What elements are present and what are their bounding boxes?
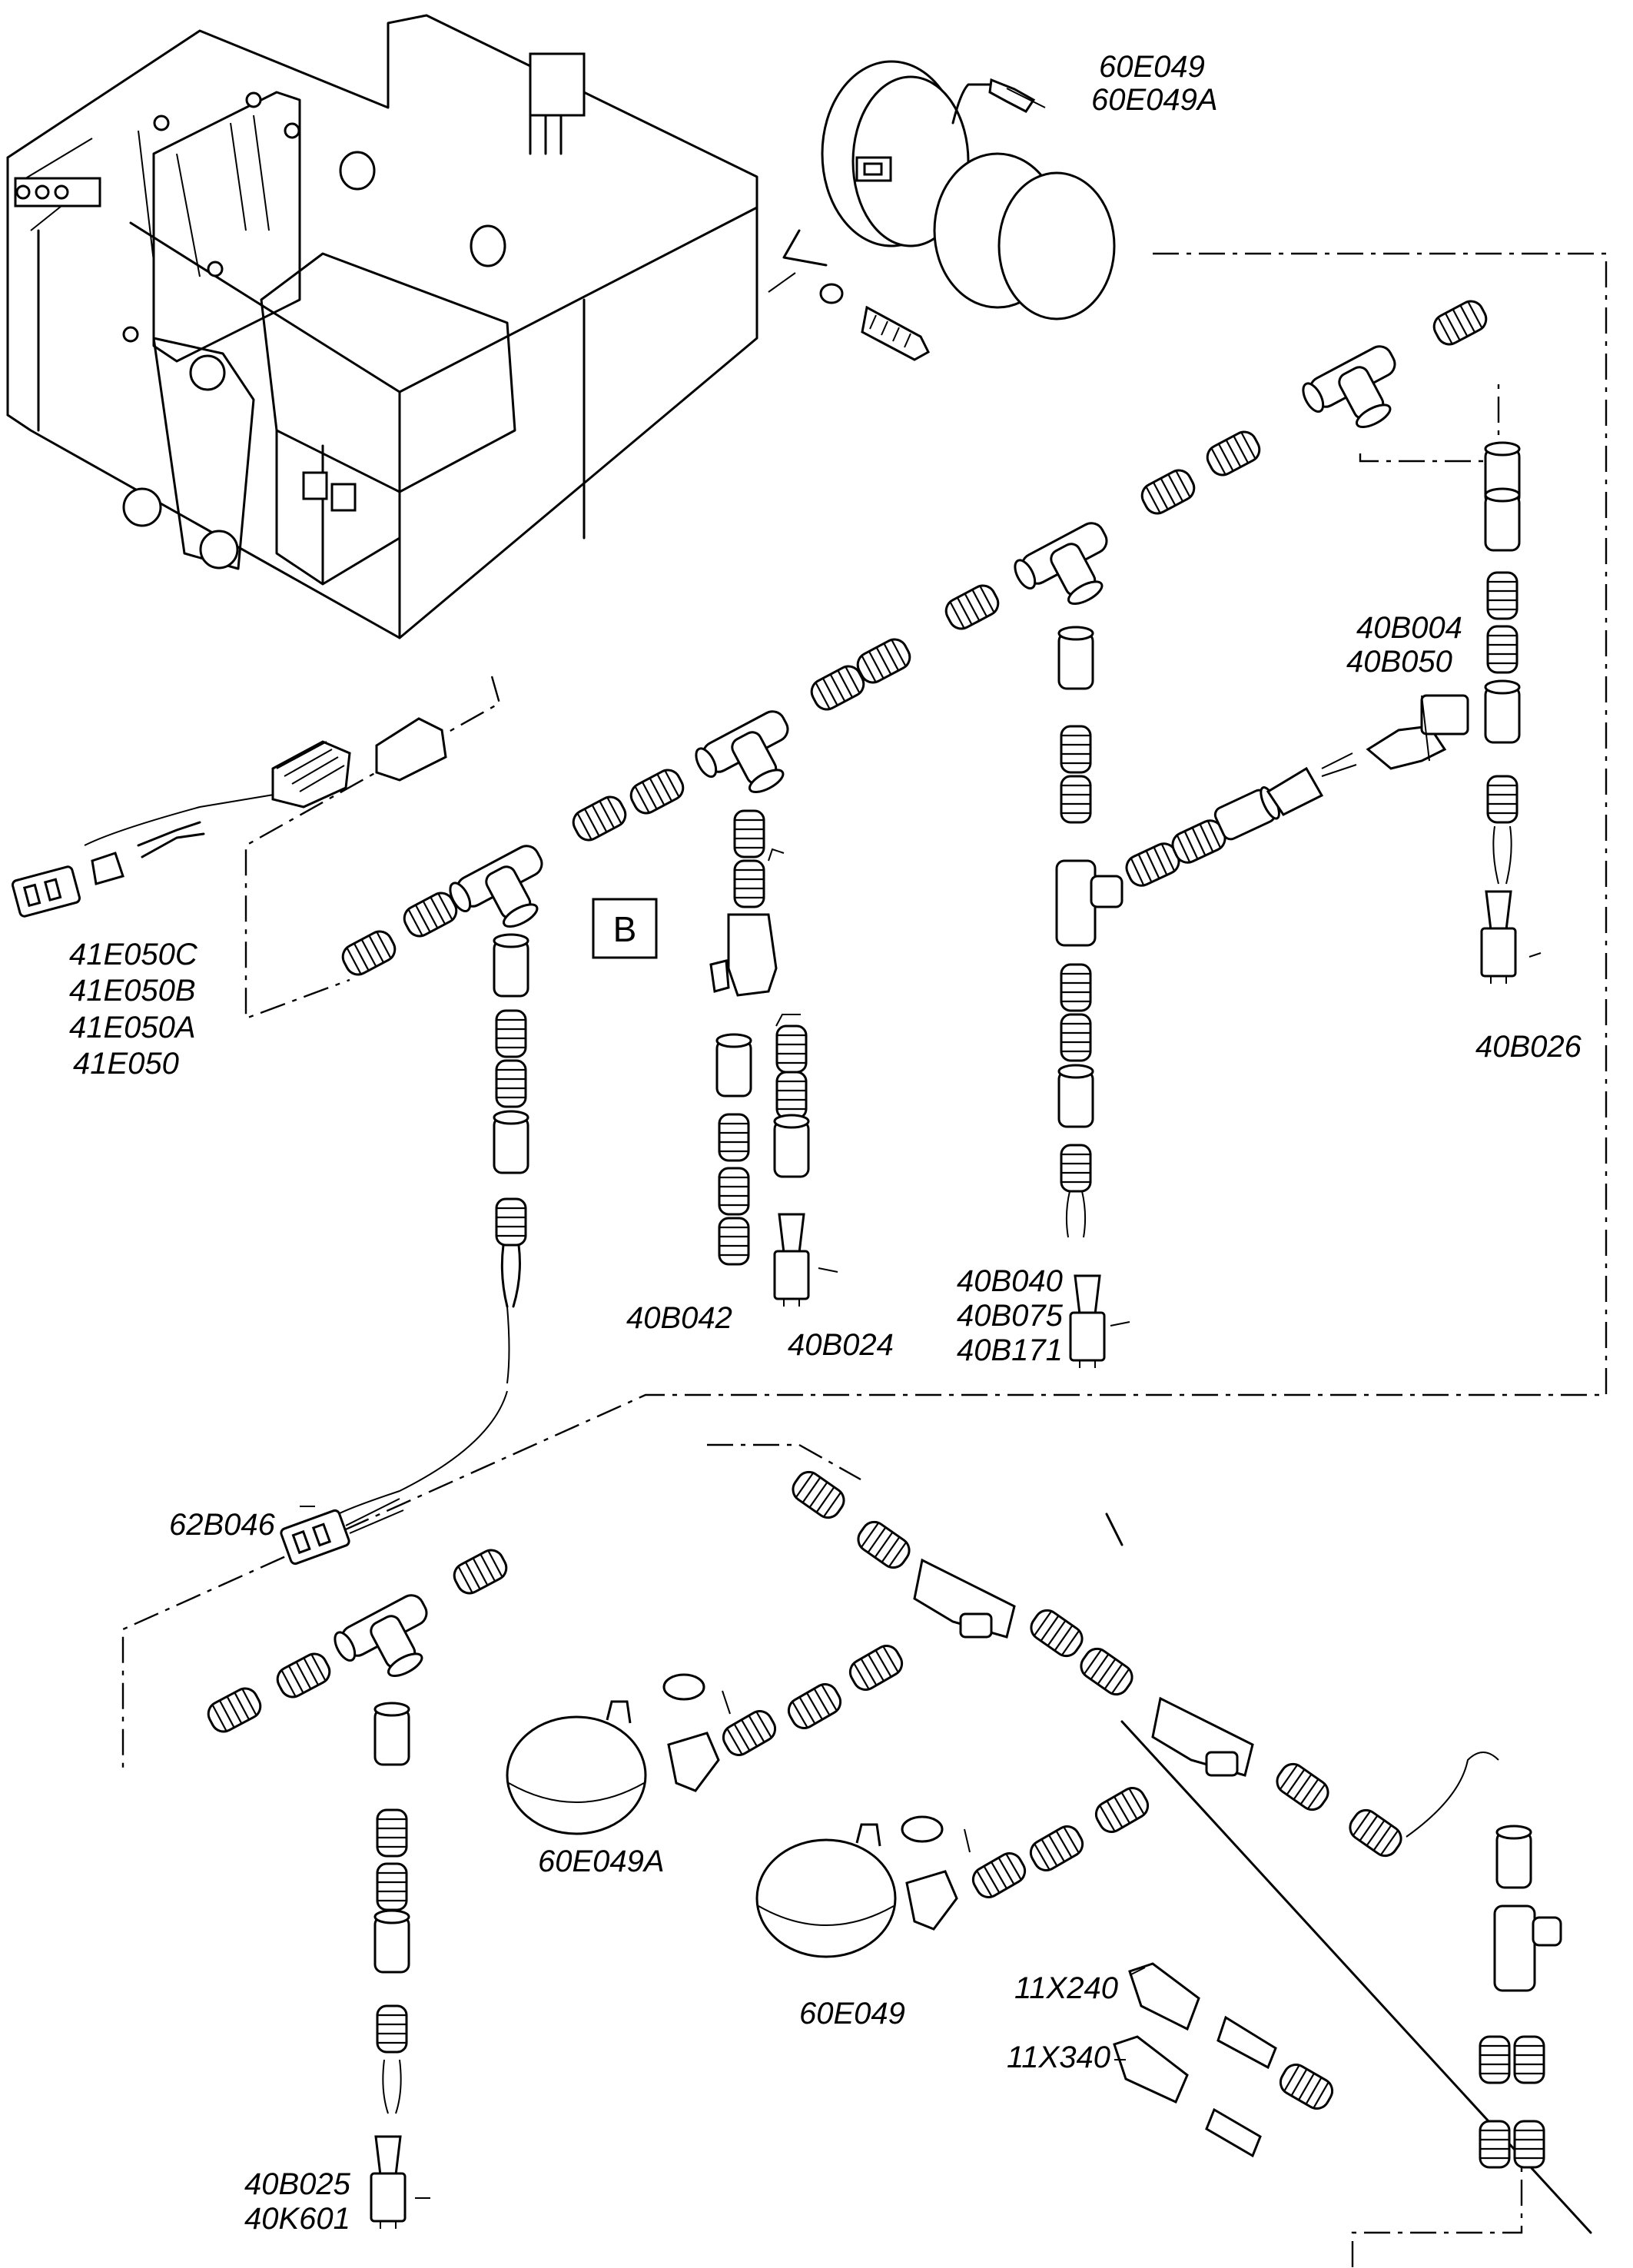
label-lamp-code-3: 41E050A	[69, 1011, 196, 1044]
label-bottom-code-2: 40K601	[244, 2202, 350, 2236]
horn-dome-60E049	[755, 1823, 897, 1958]
section-marker-label: B	[613, 909, 637, 949]
label-sensor-top-code-1: 40B004	[1356, 611, 1462, 645]
section-marker-box	[592, 898, 658, 959]
machine-frame-sketch	[6, 14, 758, 639]
label-sensor-040-code-2: 40B075	[957, 1299, 1064, 1333]
label-sensor-042: 40B042	[626, 1301, 732, 1335]
horn-exploded-view	[782, 60, 1116, 361]
part-labels: 60E049 60E049A 40B004 40B050 41E050C 41E…	[69, 50, 1582, 2236]
label-lamp-code-1: 41E050C	[69, 938, 198, 971]
horn-dome-60E049A	[506, 1700, 647, 1835]
label-sensor-top-code-2: 40B050	[1346, 645, 1452, 679]
leader-lines	[300, 88, 1542, 2199]
upper-harness	[10, 295, 1521, 1384]
label-horn-b: 60E049	[799, 1997, 905, 2031]
tee-fitting-2	[691, 706, 811, 814]
lower-harness	[203, 1466, 1562, 2230]
label-sensor-026: 40B026	[1475, 1030, 1582, 1064]
label-horn-code-1: 60E049	[1099, 50, 1205, 84]
tee-fitting-5	[330, 1589, 450, 1698]
tee-fitting-3	[1010, 517, 1130, 626]
label-sensor-062: 62B046	[169, 1508, 276, 1542]
label-horn-code-2: 60E049A	[1091, 83, 1218, 117]
tee-fitting-4	[1298, 340, 1418, 449]
tee-fitting-1	[445, 840, 565, 948]
label-sensor-040-code-3: 40B171	[957, 1333, 1063, 1367]
label-horn-a: 60E049A	[538, 1845, 665, 1878]
label-plug-240: 11X240	[1014, 1971, 1118, 2005]
label-sensor-040-code-1: 40B040	[957, 1264, 1063, 1298]
label-sensor-024: 40B024	[788, 1328, 894, 1362]
harness-path-lines	[84, 252, 1608, 2267]
label-plug-340: 11X340	[1007, 2041, 1110, 2074]
label-lamp-code-4: 41E050	[73, 1047, 179, 1081]
label-bottom-code-1: 40B025	[244, 2167, 351, 2201]
label-lamp-code-2: 41E050B	[69, 974, 196, 1008]
